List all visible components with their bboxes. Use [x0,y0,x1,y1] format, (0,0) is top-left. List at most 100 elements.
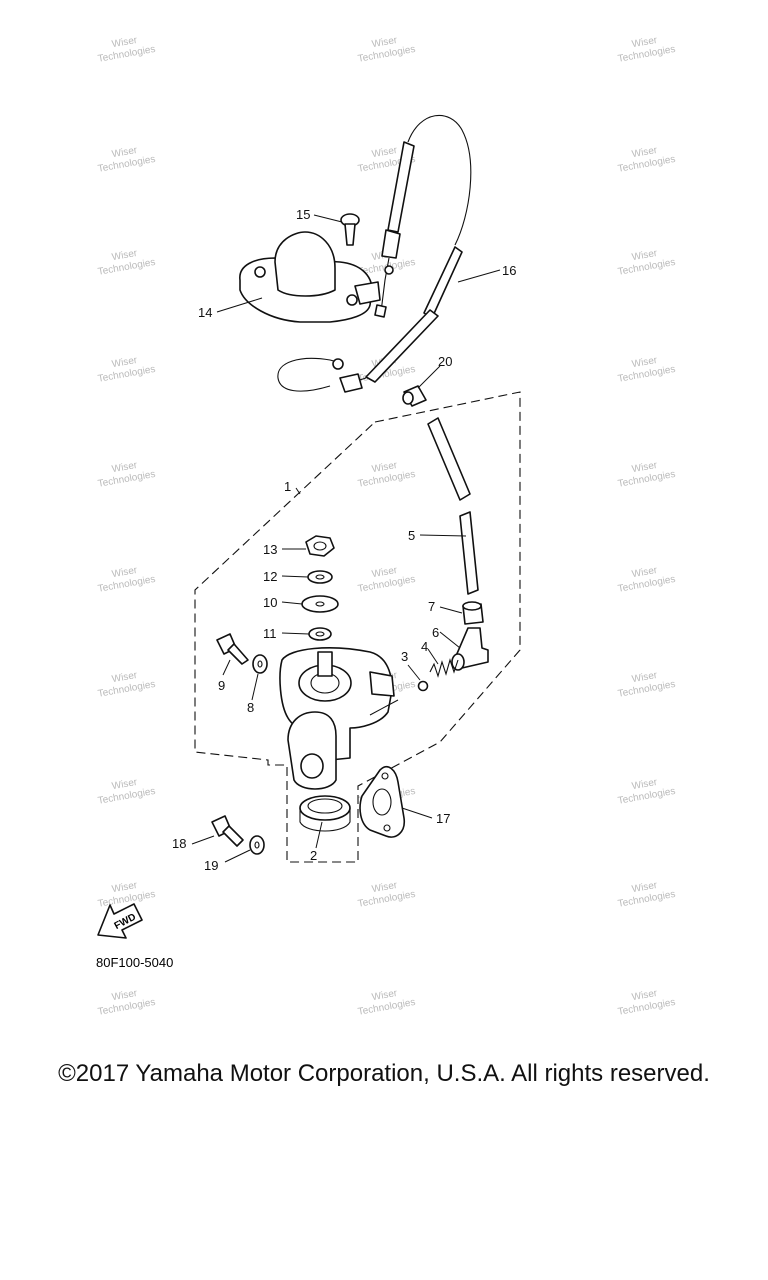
washer-10 [301,595,339,613]
watermark-text: Wiser [111,880,139,895]
watermark-text: Wiser [371,880,399,895]
nut-13 [305,535,335,557]
seal-2 [299,795,351,832]
watermark-text: Wiser [631,145,659,160]
watermark-text: Wiser [631,248,659,263]
washer-11 [308,627,332,641]
label-3: 3 [401,649,408,664]
label-5: 5 [408,528,415,543]
washer-19 [249,835,265,855]
watermark-text: Wiser [371,460,399,475]
watermark-text: Wiser [111,460,139,475]
watermark-text: Wiser [111,248,139,263]
label-7: 7 [428,599,435,614]
watermark-text: Wiser [371,35,399,50]
watermark-text: Wiser [371,988,399,1003]
label-2: 2 [310,848,317,863]
label-8: 8 [247,700,254,715]
label-4: 4 [421,639,428,654]
watermark-text: Wiser [631,988,659,1003]
watermark-layer: WiserTechnologiesWiserTechnologiesWiserT… [97,35,676,1018]
watermark-text: Wiser [111,777,139,792]
grommet-20 [402,385,427,407]
part-labels: 15 14 16 20 1 5 13 12 10 11 7 6 4 3 9 8 … [172,207,516,873]
clip-7 [462,601,484,625]
watermark-text: Wiser [631,565,659,580]
label-12: 12 [263,569,277,584]
elbow-6 [451,627,489,671]
label-10: 10 [263,595,277,610]
label-18: 18 [172,836,186,851]
fwd-arrow: FWD [97,903,143,939]
copyright-notice: ©2017 Yamaha Motor Corporation, U.S.A. A… [58,1060,710,1087]
gasket-17 [359,766,406,838]
watermark-text: Wiser [111,670,139,685]
ball-3 [417,680,429,692]
watermark-text: Wiser [631,670,659,685]
washer-8 [252,654,268,674]
watermark-text: Wiser [111,35,139,50]
watermark-text: Wiser [371,145,399,160]
watermark-text: Wiser [111,145,139,160]
watermark-text: Wiser [111,355,139,370]
label-1: 1 [284,479,291,494]
oil-line-16 [277,114,472,393]
watermark-text: Wiser [371,565,399,580]
drawing-code: 80F100-5040 [96,955,173,970]
watermark-text: Wiser [111,565,139,580]
label-6: 6 [432,625,439,640]
label-20: 20 [438,354,452,369]
watermark-text: Wiser [631,460,659,475]
label-14: 14 [198,305,212,320]
bolt-9 [216,633,249,665]
watermark-text: Wiser [631,355,659,370]
label-15: 15 [296,207,310,222]
screw-15 [340,213,360,246]
label-11: 11 [263,626,277,641]
label-16: 16 [502,263,516,278]
cable-stem [374,141,415,318]
hose-5 [427,417,479,595]
label-19: 19 [204,858,218,873]
bolt-18 [211,815,244,847]
watermark-text: Wiser [631,880,659,895]
cover-14 [239,231,381,323]
watermark-text: Wiser [631,35,659,50]
leader-lines [191,214,501,863]
label-9: 9 [218,678,225,693]
washer-12 [307,570,333,584]
watermark-text: Wiser [111,988,139,1003]
spring-4 [429,658,459,678]
pump-body [279,647,395,790]
label-13: 13 [263,542,277,557]
assembly-boundary [194,391,521,863]
watermark-text: Wiser [631,777,659,792]
label-17: 17 [436,811,450,826]
